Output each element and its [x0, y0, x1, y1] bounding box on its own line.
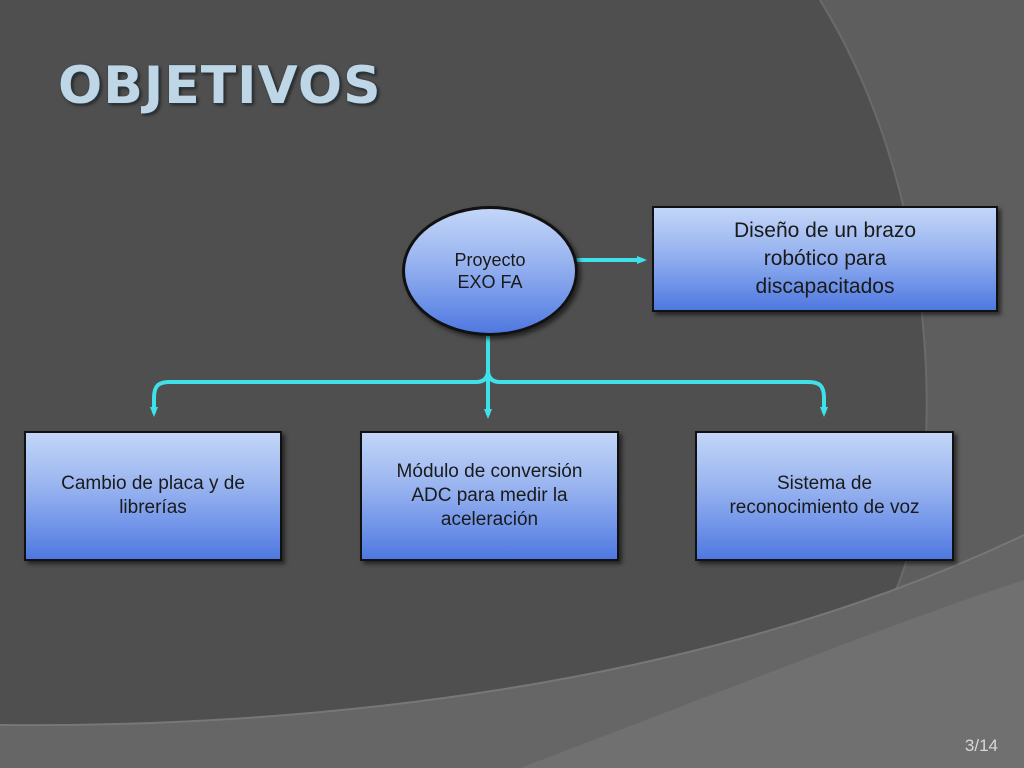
child-node-label-3: Sistema de reconocimiento de voz [729, 473, 920, 518]
child-node-label-1: Cambio de placa y de librerías [61, 473, 245, 518]
root-node-label: Proyecto EXO FA [454, 250, 526, 292]
child-node-box-1: Cambio de placa y de librerías [24, 431, 282, 561]
connector-root-trunk [150, 335, 490, 417]
page-number: 3/14 [964, 736, 998, 755]
child-node-label-2: Módulo de conversión ADC para medir la a… [396, 461, 583, 530]
root-node-ellipse: Proyecto EXO FA [402, 206, 578, 336]
connector-branch-right [486, 368, 828, 417]
child-node-box-3: Sistema de reconocimiento de voz [695, 431, 954, 561]
slide-title: OBJETIVOS [58, 56, 382, 116]
child-node-box-2: Módulo de conversión ADC para medir la a… [360, 431, 619, 561]
goal-node-box: Diseño de un brazo robótico para discapa… [652, 206, 998, 312]
goal-node-label: Diseño de un brazo robótico para discapa… [733, 219, 917, 298]
